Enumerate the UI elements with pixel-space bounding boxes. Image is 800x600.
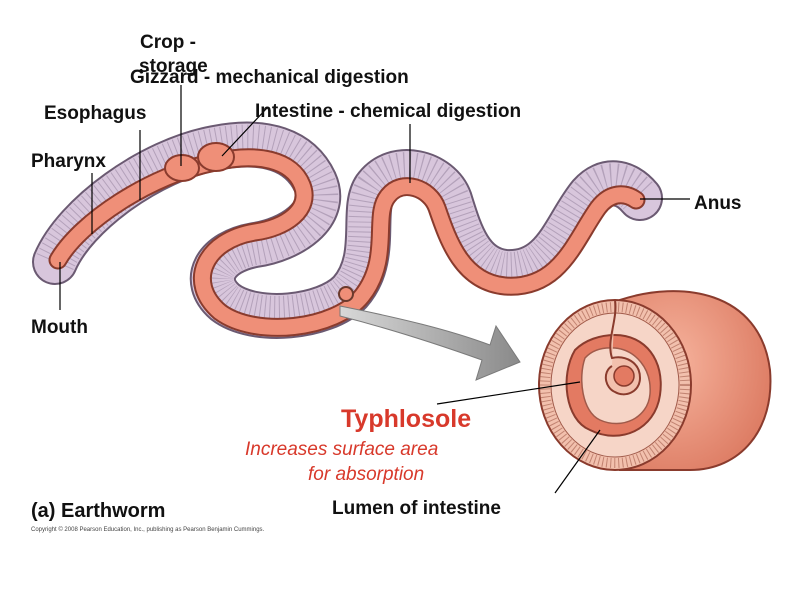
mouth-label: Mouth — [31, 317, 88, 338]
typhlosole-label: Typhlosole — [341, 405, 472, 433]
arrow-to-section — [339, 305, 521, 381]
figure-caption: (a) Earthworm — [31, 500, 166, 522]
intestine-cross-section — [538, 290, 772, 471]
crop-label-line2: storage — [139, 56, 208, 77]
crop-label-line1: Crop - — [140, 32, 196, 53]
intestine-label: Intestine - chemical digestion — [255, 101, 522, 122]
gizzard-label: Gizzard - mechanical digestion — [130, 67, 409, 88]
typhlosole-description-line1: Increases surface area — [245, 439, 439, 460]
anus-label: Anus — [694, 193, 742, 214]
section-marker — [338, 286, 354, 302]
copyright-notice: Copyright © 2008 Pearson Education, Inc.… — [31, 527, 265, 533]
gizzard-bulge — [197, 142, 235, 172]
crop-bulge — [164, 154, 200, 182]
lumen-label: Lumen of intestine — [332, 498, 501, 519]
earthworm-body — [32, 121, 663, 339]
leader-lines — [59, 85, 690, 494]
typhlosole-description-line2: for absorption — [308, 464, 425, 485]
esophagus-label: Esophagus — [44, 103, 147, 124]
pharynx-label: Pharynx — [31, 151, 106, 172]
